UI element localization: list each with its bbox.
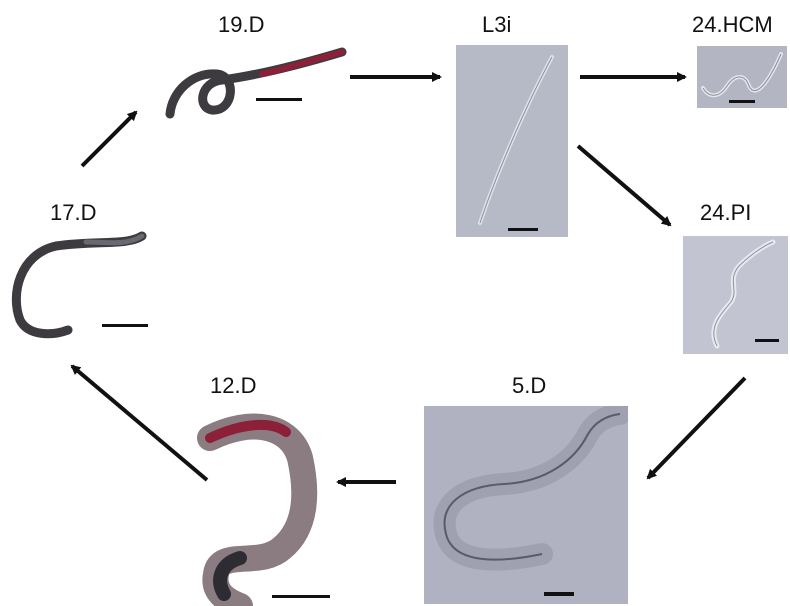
arrow-17d-to-19d <box>82 112 136 166</box>
arrow-24pi-to-5d <box>648 378 745 478</box>
arrow-12d-to-17d <box>72 366 207 480</box>
arrow-l3i-to-24pi <box>578 146 670 225</box>
